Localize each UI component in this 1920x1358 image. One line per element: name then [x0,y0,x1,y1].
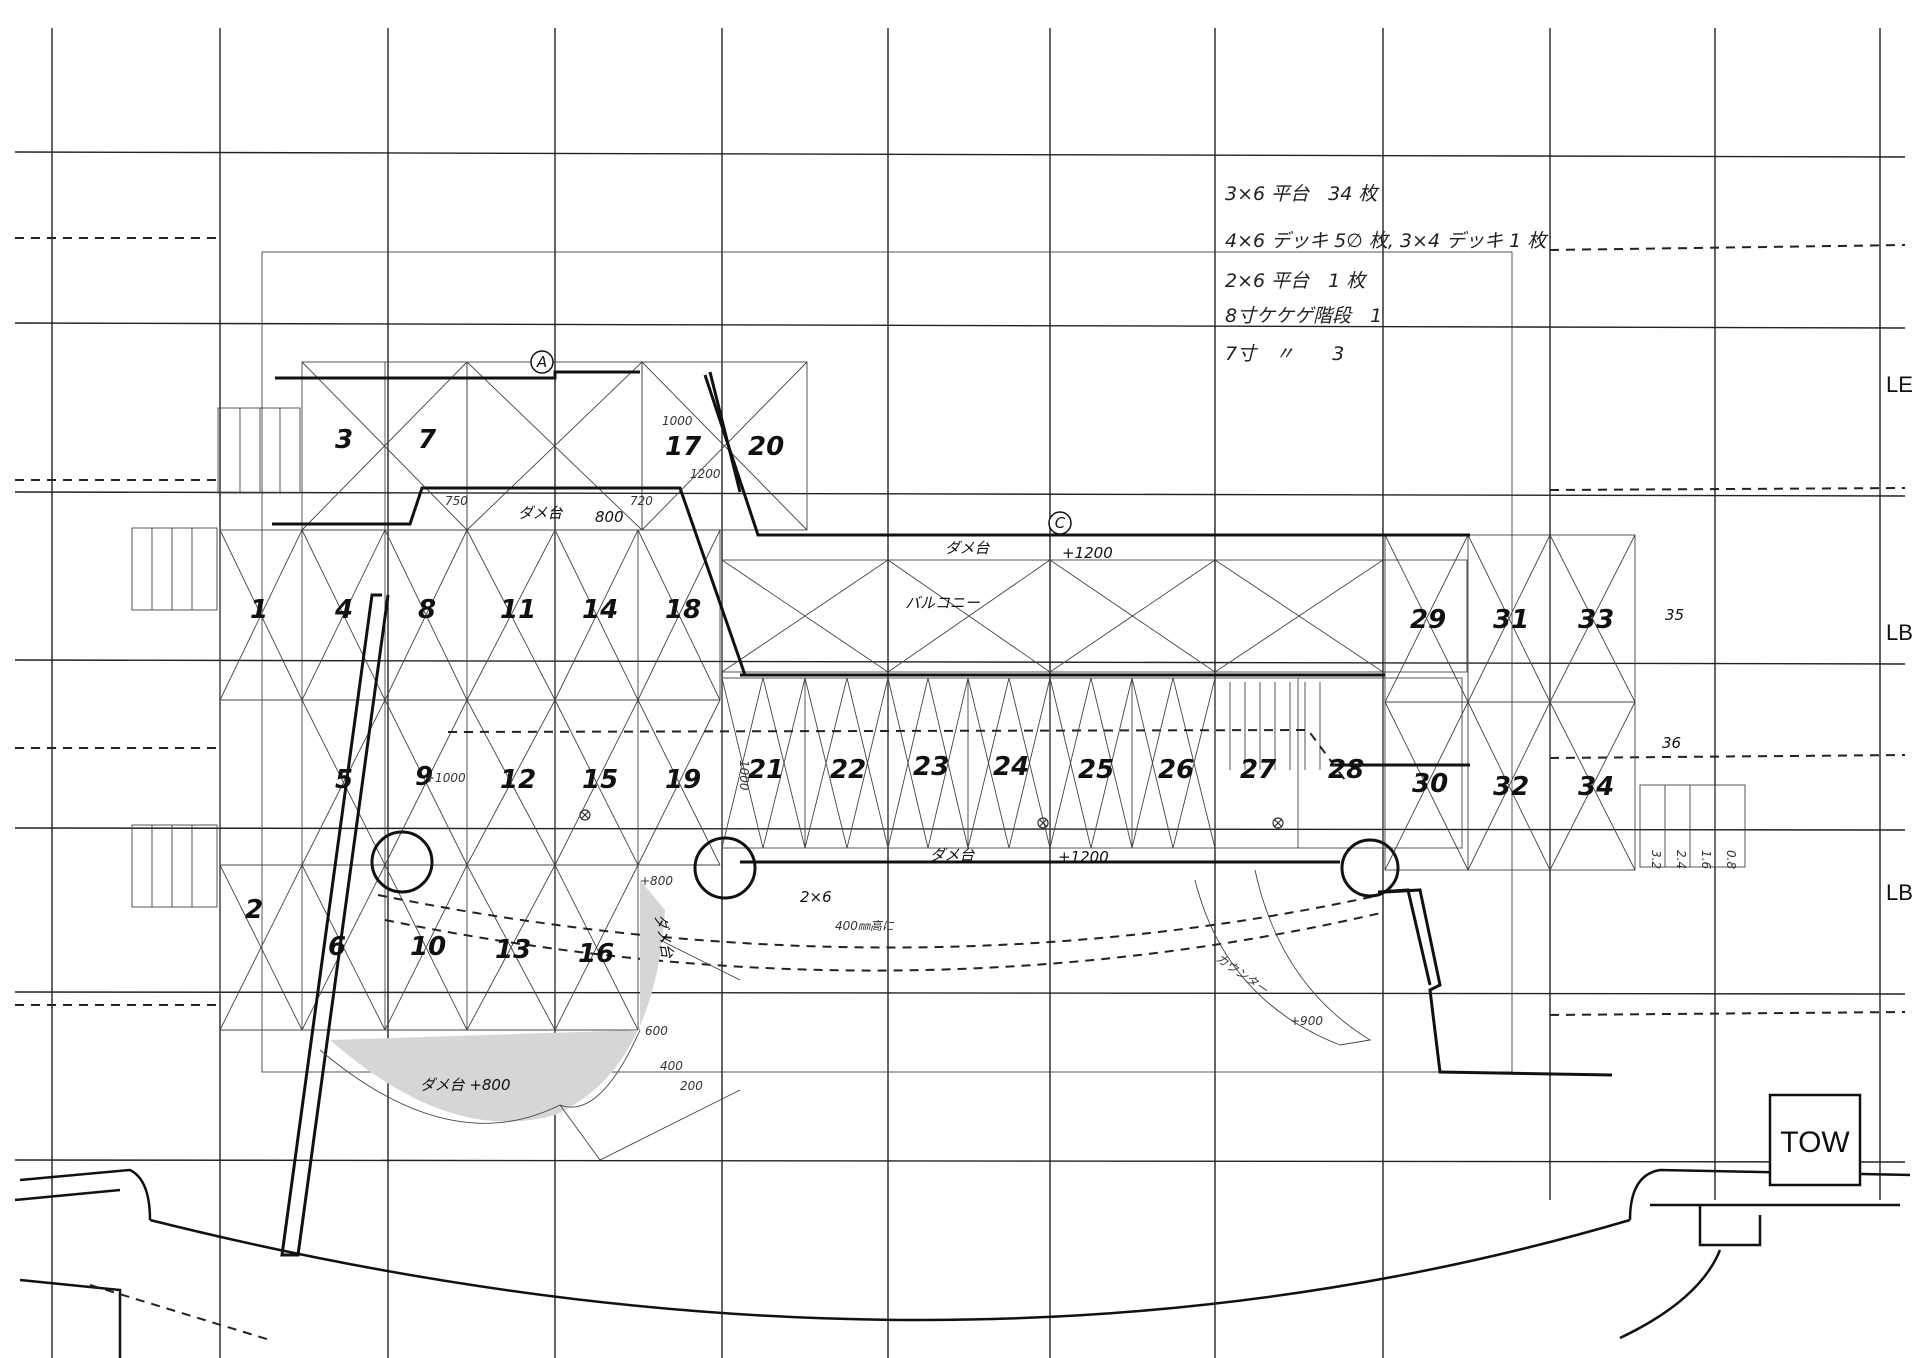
platform-number: 26 [1158,755,1194,785]
material-notes: 3×6 平台 34 枚 4×6 デッキ 5∅ 枚, 3×4 デッキ 1 枚 2×… [1225,183,1549,365]
tow-box [1768,1093,1862,1187]
label-dako-top-left: ダメ台 [518,504,564,522]
platform-number: 9 [415,762,433,792]
platform-number: 23 [913,752,949,782]
label-720: 720 [630,494,653,508]
platform-number: 7 [418,425,437,455]
margin-labels: LE LB LB [1886,372,1913,905]
margin-label-le: LE [1886,372,1913,397]
platform-number: 5 [335,765,353,795]
platform-number: 36 [1662,734,1681,752]
platform-number: 28 [1328,755,1364,785]
platform-number: 25 [1078,755,1114,785]
platform-number: 1 [250,595,268,625]
counter-curve [1194,869,1372,1046]
platform-number: 27 [1240,755,1277,785]
label-dako-top-right-value: +1200 [1062,544,1113,562]
label-step-d: 0.8 [1724,850,1738,869]
label-dako-side-value: +800 [640,874,673,888]
platform-number: 34 [1578,772,1614,802]
tow-label: TOW [1780,1126,1850,1159]
platform-number: 15 [582,765,618,795]
label-1200-a: 1200 [690,467,721,481]
platform-number: 6 [328,932,346,962]
platform-number: 21 [748,755,784,785]
label-counter: カウンター [1213,951,1271,997]
label-step-c: 1.6 [1699,850,1713,869]
label-step-b: 2.4 [1674,850,1688,869]
platform-number: 24 [993,752,1029,782]
label-2x6: 2×6 [800,888,832,906]
platform-number: 3 [335,425,353,455]
faint-outline [261,251,1513,1073]
platform-number: 18 [665,595,701,625]
note-line-2: 4×6 デッキ 5∅ 枚, 3×4 デッキ 1 枚 [1225,230,1549,252]
front-dashed-outline [377,728,1386,972]
label-dako-top-left-value: 800 [595,508,624,526]
label-400-high: 400㎜高に [835,919,895,933]
platform-number: 20 [748,432,784,462]
platform-number: 33 [1578,605,1614,635]
platform-number: 17 [665,432,702,462]
label-dako-lower-left: ダメ台 +800 [420,1076,511,1094]
label-1000-a: 1000 [662,414,693,428]
label-400: 400 [660,1059,683,1073]
platform-number: 4 [334,595,353,625]
note-line-4: 8寸ケケゲ階段 1 [1225,305,1382,327]
platform-number: 11 [500,595,536,625]
platform-number: 14 [582,595,618,625]
note-line-5: 7寸 〃 3 [1225,343,1344,365]
label-counter-value: +900 [1290,1014,1323,1028]
label-dako-bottom-value: +1200 [1058,848,1109,866]
platform-number: 10 [410,932,446,962]
grid-lines [14,28,1906,1358]
heavy-outlines [272,370,1613,1257]
platform-flats [131,361,1746,1031]
platform-number: 8 [418,595,436,625]
shaded-wagon [319,880,741,1161]
circle-marker-a: A [536,353,547,371]
platform-numbers: 3 7 1 4 8 11 14 18 5 9 12 15 19 2 6 10 1… [245,425,1684,969]
platform-number: 22 [830,755,866,785]
cross-markers [579,809,1284,829]
dashed-reference-lines [15,237,1906,1016]
pillars [370,830,1400,900]
platform-number: 16 [578,939,614,969]
note-line-3: 2×6 平台 1 枚 [1225,270,1368,292]
platform-number: 30 [1412,769,1448,799]
stage-apron [14,1168,1911,1358]
platform-number: 35 [1665,606,1684,624]
platform-number: 29 [1410,605,1446,635]
note-line-1: 3×6 平台 34 枚 [1225,183,1380,205]
margin-label-lb-1: LB [1886,620,1913,645]
platform-number: 32 [1493,772,1529,802]
platform-number: 13 [495,935,531,965]
circle-marker-c: C [1055,514,1066,532]
label-dako-bottom: ダメ台 [930,846,976,864]
platform-number: 12 [500,765,536,795]
platform-number: 31 [1493,605,1529,635]
label-1000-b: 1000 [737,760,751,791]
label-plus-1000: +1000 [425,771,466,785]
label-dako-top-right: ダメ台 [945,539,991,557]
margin-label-lb-2: LB [1886,880,1913,905]
label-step-a: 3.2 [1649,850,1663,869]
label-600: 600 [645,1024,668,1038]
platform-number: 2 [245,895,263,925]
label-balcony: バルコニー [905,594,981,612]
platform-number: 19 [665,765,701,795]
label-200: 200 [680,1079,703,1093]
label-750: 750 [445,494,468,508]
circled-markers: A C [530,350,1072,535]
